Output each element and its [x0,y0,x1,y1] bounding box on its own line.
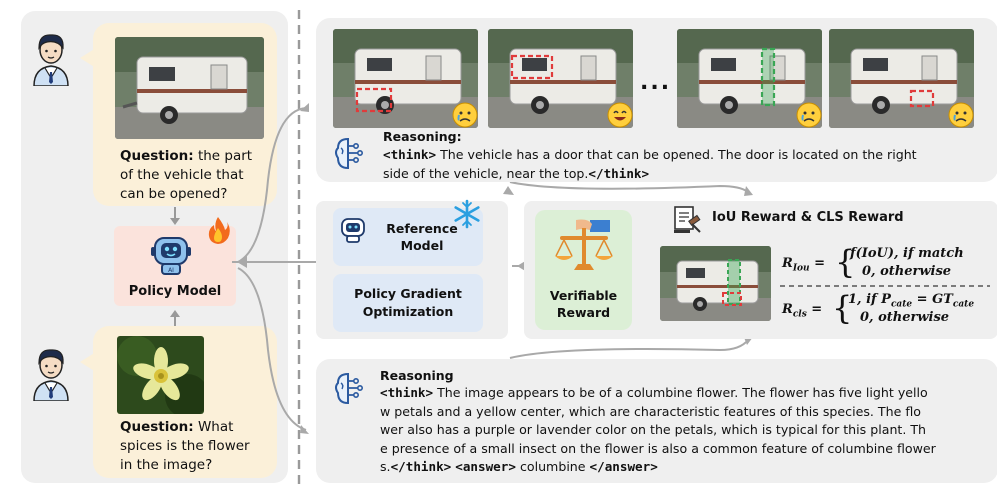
user-avatar-icon [33,349,69,401]
policy-model-label: Policy Model [128,284,222,299]
flower-image [117,336,204,414]
ellipsis: ... [640,70,672,95]
caravan-reward-image [660,246,771,321]
think-close-tag: </think> [390,459,452,474]
reasoning-label: Reasoning [380,368,454,383]
svg-text:AI: AI [168,267,174,274]
brain-circuit-icon [335,137,363,170]
question-text-flower: Question: What spices is the flower in t… [120,419,250,473]
dashed-divider [297,10,301,485]
think-open-tag: <think> [380,385,434,400]
user-avatar-icon [33,34,69,86]
question-label: Question: [120,148,194,164]
reasoning-label: Reasoning: [383,129,462,144]
robot-icon: AI [151,237,191,275]
think-close-tag: </think> [588,165,650,181]
answer-close-tag: </answer> [589,459,658,474]
policy-gradient-label: Policy Gradient Optimization [354,286,462,319]
cls-reward-formula: Rcls = { 1, if Pcate = GTcate 0, otherwi… [782,289,975,327]
question-text-vehicle: Question: the part of the vehicle that c… [120,148,253,202]
happy-face-icon [607,102,633,128]
formula-divider [780,285,990,287]
caravan-thumbnail [677,29,822,128]
verifiable-reward-label: Verifiable Reward [549,288,618,320]
reference-model-label: Reference Model [386,221,458,253]
bubble-tail [80,48,96,68]
sad-face-icon [948,102,974,128]
judge-gavel-icon [674,206,701,233]
policy-gradient-box [333,274,483,332]
reasoning-text-vehicle: <think> The vehicle has a door that can … [383,147,917,181]
down-arrow-icon [170,207,180,225]
fire-icon [208,217,230,244]
balance-scale-icon [555,219,613,270]
reward-title: IoU Reward & CLS Reward [712,210,904,225]
caravan-image [115,37,264,139]
iou-reward-formula: RIou = { f(IoU), if match 0, otherwise [782,243,964,281]
bubble-tail [80,352,96,372]
question-label: Question: [120,419,194,435]
think-open-tag: <think> [383,147,437,162]
sad-face-icon [796,102,822,128]
caravan-thumbnail [488,29,633,128]
answer-text: columbine [515,459,590,474]
answer-open-tag: <answer> [455,459,516,474]
snowflake-icon [454,199,480,229]
brain-circuit-icon [335,372,363,405]
reasoning-text-flower: <think> The image appears to be of a col… [380,385,936,474]
sad-face-icon [452,102,478,128]
reasoning-panel-flower [316,359,997,483]
robot-icon [341,218,365,243]
